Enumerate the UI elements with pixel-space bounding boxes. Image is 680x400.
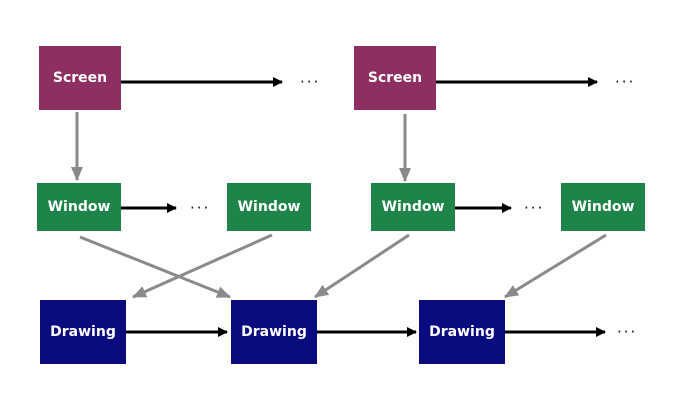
screen-node-2: Screen xyxy=(354,46,436,110)
window-node-3: Window xyxy=(371,183,455,231)
ellipsis-window-2: ··· xyxy=(524,199,545,217)
ellipsis-screen-2: ··· xyxy=(615,73,636,91)
drawing-node-3: Drawing xyxy=(419,300,505,364)
drawing-node-2: Drawing xyxy=(231,300,317,364)
window-node-1: Window xyxy=(37,183,121,231)
edge-window4-drawing3 xyxy=(504,233,607,299)
ellipsis-drawing: ··· xyxy=(617,323,638,341)
ellipsis-screen-1: ··· xyxy=(300,73,321,91)
window-node-4: Window xyxy=(561,183,645,231)
ellipsis-window-1: ··· xyxy=(190,199,211,217)
drawing-node-1: Drawing xyxy=(40,300,126,364)
window-node-2: Window xyxy=(227,183,311,231)
edge-window2-drawing1 xyxy=(132,233,273,299)
edge-window3-drawing2 xyxy=(314,233,410,299)
screen-node-1: Screen xyxy=(39,46,121,110)
edge-window1-drawing2 xyxy=(79,235,231,299)
